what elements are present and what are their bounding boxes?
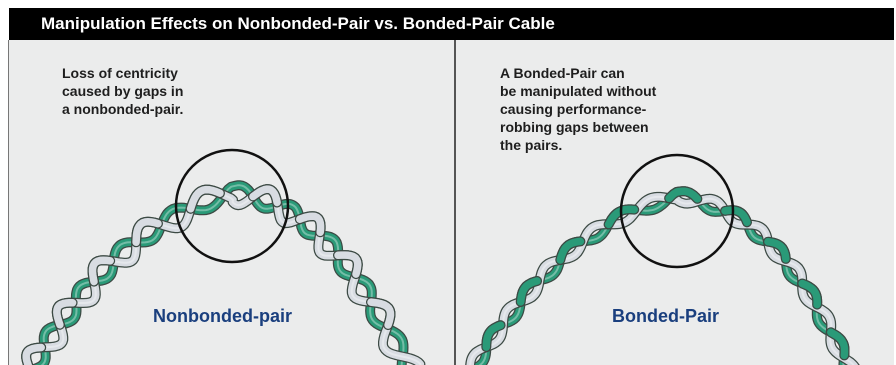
silver-wire-over (186, 185, 224, 213)
silver-wire-over (249, 185, 281, 207)
bonded-caption: A Bonded-Pair can be manipulated without… (500, 64, 656, 154)
caption-line: a nonbonded-pair. (62, 101, 184, 117)
caption-line: A Bonded-Pair can (500, 65, 625, 81)
silver-wire-highlight (25, 188, 422, 365)
bonded-pair-cable (465, 186, 860, 365)
panel-left-border (8, 40, 9, 365)
green-wire-over (827, 328, 849, 360)
nonbonded-caption: Loss of centricity caused by gaps in a n… (62, 64, 183, 118)
title-bar: Manipulation Effects on Nonbonded-Pair v… (9, 8, 894, 40)
green-wire-highlight (40, 184, 405, 365)
silver-wire-over (53, 299, 77, 329)
nonbonded-pair-cable (21, 180, 426, 365)
silver-wire-over (88, 256, 114, 286)
figure-title: Manipulation Effects on Nonbonded-Pair v… (41, 14, 555, 33)
silver-wire-over (334, 251, 362, 278)
silver-wire-over (367, 298, 395, 329)
caption-line: robbing gaps between (500, 119, 649, 135)
caption-line: causing performance- (500, 101, 647, 117)
no-gap-highlight-circle (619, 153, 735, 269)
green-wire-over (721, 206, 751, 227)
silver-wire-over (132, 217, 162, 247)
caption-line: Loss of centricity (62, 65, 178, 81)
silver-wire-over (22, 343, 45, 365)
silver-wire-over (296, 212, 325, 237)
green-wire-over (556, 237, 585, 264)
green-wire-over (665, 187, 702, 203)
bonded-pair-label: Bonded-Pair (612, 306, 720, 326)
green-wire-over (516, 277, 541, 306)
panel-divider (454, 40, 456, 365)
nonbonded-pair-label: Nonbonded-pair (153, 306, 292, 326)
gap-highlight-circle (174, 148, 290, 264)
green-wire-over (482, 321, 505, 351)
green-wire-over (798, 279, 821, 309)
caption-line: caused by gaps in (62, 83, 184, 99)
caption-line: be manipulated without (500, 83, 657, 99)
green-wire-over (604, 205, 638, 229)
green-wire-over (764, 237, 790, 263)
silver-wire (22, 185, 425, 365)
green-wire (472, 187, 849, 365)
caption-line: the pairs. (500, 137, 563, 153)
